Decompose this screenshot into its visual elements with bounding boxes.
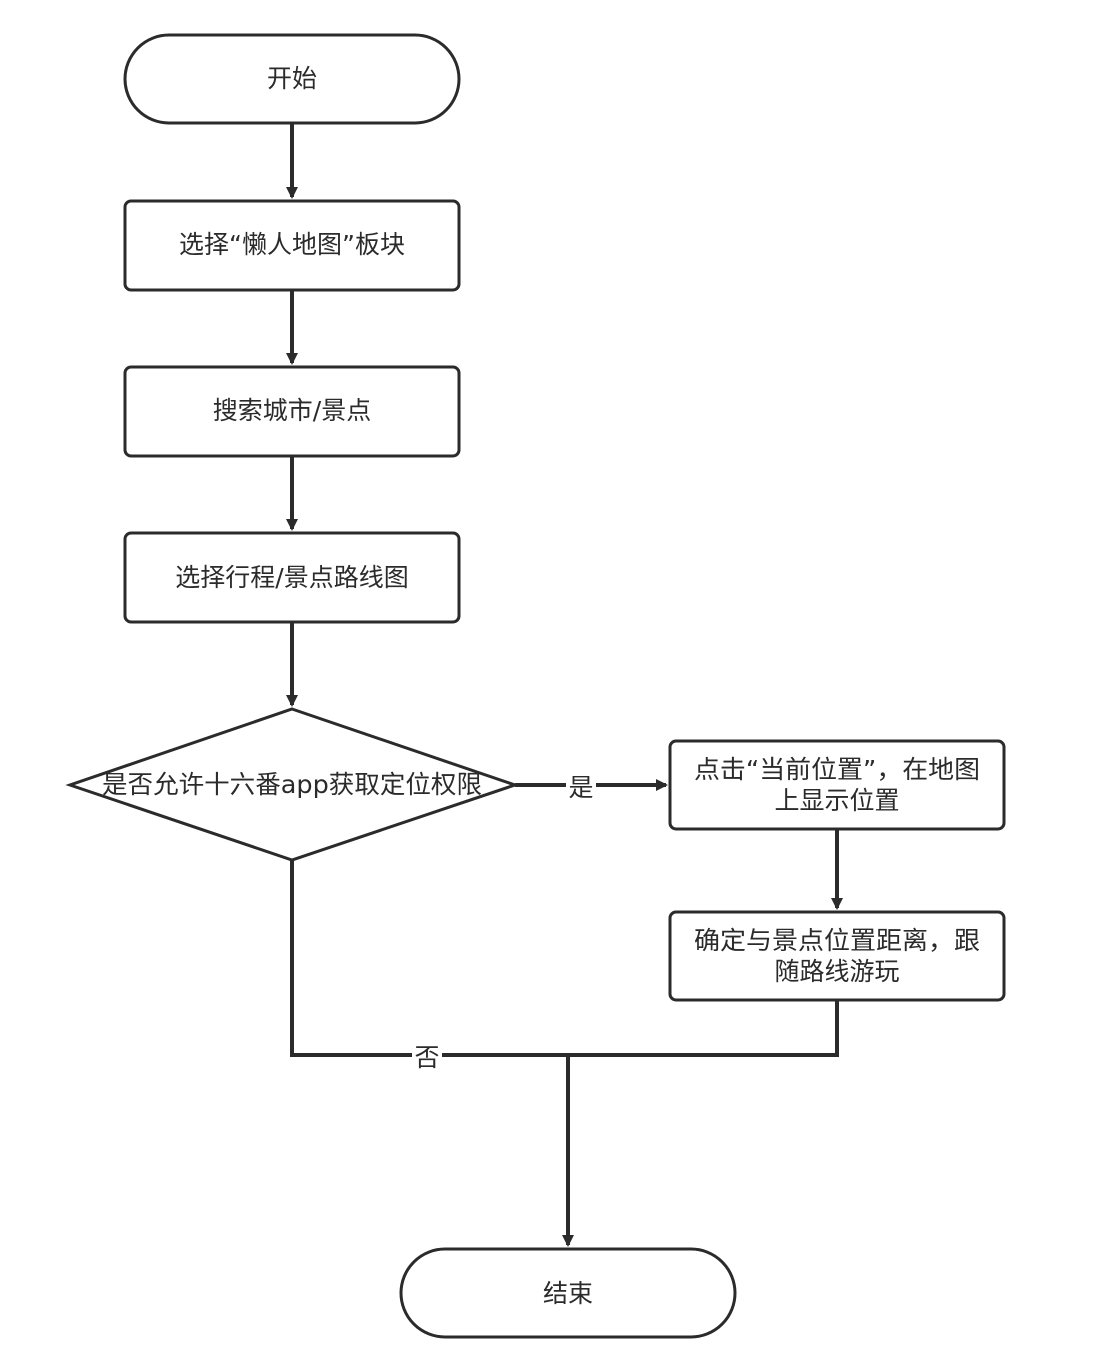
select-module-process-shape bbox=[123, 199, 461, 292]
node-current-location: 点击“当前位置”，在地图 上显示位置 bbox=[668, 739, 1006, 831]
decision-diamond-shape bbox=[65, 707, 520, 862]
edge-label-no: 否 bbox=[414, 1043, 439, 1072]
decision-label: 是否允许十六番app获取定位权限 bbox=[102, 770, 482, 799]
node-confirm: 确定与景点位置距离，跟 随路线游玩 bbox=[668, 910, 1006, 1002]
node-start: 开始 bbox=[123, 33, 461, 125]
connectors bbox=[286, 123, 843, 1247]
end-label: 结束 bbox=[543, 1279, 593, 1308]
select-route-label: 选择行程/景点路线图 bbox=[175, 563, 408, 592]
start-label: 开始 bbox=[267, 64, 317, 93]
current-location-label-line2: 上显示位置 bbox=[774, 786, 899, 815]
edge-decision-no bbox=[290, 860, 412, 1057]
confirm-label-line1: 确定与景点位置距离，跟 bbox=[694, 926, 980, 955]
current-location-label-line1: 点击“当前位置”，在地图 bbox=[694, 755, 980, 784]
confirm-process-shape bbox=[668, 910, 1006, 1002]
confirm-label-line2: 随路线游玩 bbox=[774, 957, 899, 986]
node-select-module: 选择“懒人地图”板块 bbox=[123, 199, 461, 292]
select-module-label: 选择“懒人地图”板块 bbox=[179, 230, 405, 259]
node-search: 搜索城市/景点 bbox=[123, 365, 461, 458]
edge-confirm-to-merge bbox=[568, 1000, 839, 1057]
edge-label-yes: 是 bbox=[568, 773, 593, 802]
node-end: 结束 bbox=[399, 1247, 737, 1339]
search-process-shape bbox=[123, 365, 461, 458]
node-decision: 是否允许十六番app获取定位权限 bbox=[65, 707, 520, 862]
start-terminal-shape bbox=[123, 33, 461, 125]
current-location-process-shape bbox=[668, 739, 1006, 831]
search-label: 搜索城市/景点 bbox=[213, 396, 371, 425]
select-route-process-shape bbox=[123, 531, 461, 624]
end-terminal-shape bbox=[399, 1247, 737, 1339]
node-select-route: 选择行程/景点路线图 bbox=[123, 531, 461, 624]
